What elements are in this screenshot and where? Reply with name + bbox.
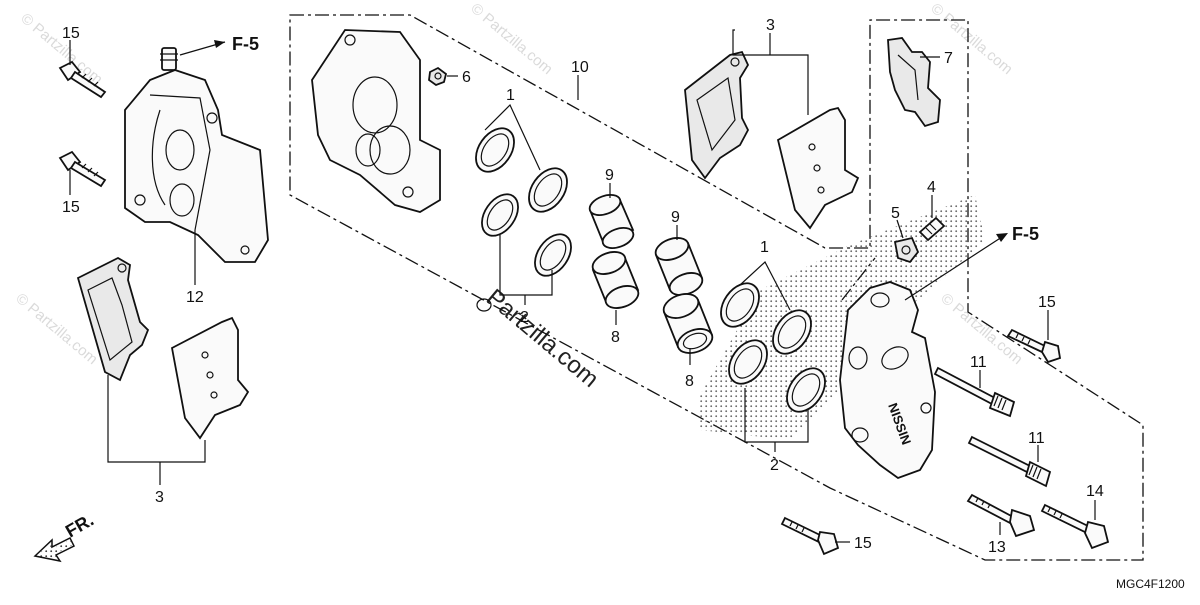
bleeder-valve-part-4 (918, 216, 946, 242)
callout-labels: 15 15 12 3 6 10 1 2 9 8 9 8 3 1 2 7 4 5 … (62, 17, 1104, 556)
callout-3-top: 3 (766, 17, 775, 34)
brake-pad-top-b (776, 106, 860, 230)
callout-8-a: 8 (611, 329, 620, 346)
bolt-part-13 (966, 493, 1036, 538)
o-ring-small (476, 298, 492, 312)
piston-8-left (591, 251, 640, 309)
left-brake-pad-a (76, 256, 150, 382)
callout-6: 6 (462, 69, 471, 86)
callout-8-b: 8 (685, 373, 694, 390)
callout-10: 10 (571, 59, 589, 76)
left-brake-pad-b (170, 316, 250, 440)
ref-label-f5-right: F-5 (1012, 224, 1039, 244)
callout-15-bottom: 15 (854, 535, 872, 552)
callout-2-right: 2 (770, 457, 779, 474)
piston-8-right (662, 293, 714, 354)
callout-1-left: 1 (506, 87, 515, 104)
watermark-text: © Partzilla.com (927, 0, 1015, 78)
callout-14: 14 (1086, 483, 1104, 500)
left-bolt-top (58, 60, 107, 99)
callout-9-a: 9 (605, 167, 614, 184)
piston-9-right (654, 237, 704, 296)
bolt-part-15-right (1006, 328, 1062, 364)
callout-4: 4 (927, 179, 936, 196)
pin-part-11-lower (967, 435, 1052, 488)
callout-7: 7 (944, 50, 953, 67)
callout-13: 13 (988, 539, 1006, 556)
ref-arrow-left (179, 40, 226, 56)
piston-9-left (588, 194, 635, 249)
callout-5: 5 (891, 205, 900, 222)
left-caliper-assembly (124, 47, 269, 263)
callout-3-left: 3 (155, 489, 164, 506)
right-caliper-body: NISSIN (839, 281, 936, 480)
bleeder-cap-part-5 (893, 236, 920, 264)
nut-part-6 (428, 66, 448, 87)
leader-lines (69, 29, 1096, 543)
left-caliper-body (124, 69, 269, 263)
callout-15-right: 15 (1038, 294, 1056, 311)
watermark-center-text: Partzilla.com (481, 284, 604, 393)
callout-11-b: 11 (1028, 430, 1045, 447)
callout-12: 12 (186, 289, 204, 306)
pad-spring-part-7 (887, 37, 941, 128)
callout-9-b: 9 (671, 209, 680, 226)
pin-part-11-upper (933, 366, 1016, 418)
left-bolt-mid (58, 150, 107, 188)
watermark-text: © Partzilla.com (17, 10, 105, 88)
bolt-part-15-bottom (780, 516, 840, 556)
front-direction-arrow (33, 536, 76, 563)
caliper-inner-half (311, 29, 441, 213)
callout-1-right: 1 (760, 239, 769, 256)
piston-seal-group-left (475, 127, 572, 277)
assembly-outline (289, 14, 1144, 561)
ref-arrow-right (904, 233, 1008, 301)
front-direction-label: FR. (62, 510, 97, 542)
callout-15-top: 15 (62, 25, 80, 42)
callout-2-left: 2 (520, 309, 529, 326)
callout-15-mid: 15 (62, 199, 80, 216)
bolt-part-14 (1040, 503, 1110, 550)
brake-pad-top-a (684, 50, 750, 180)
watermark-text: © Partzilla.com (467, 0, 555, 78)
callout-11-a: 11 (970, 354, 987, 371)
ref-label-f5-left: F-5 (232, 34, 259, 54)
diagram-code: MGC4F1200 (1116, 577, 1185, 591)
piston-seal-group-right (720, 282, 826, 413)
